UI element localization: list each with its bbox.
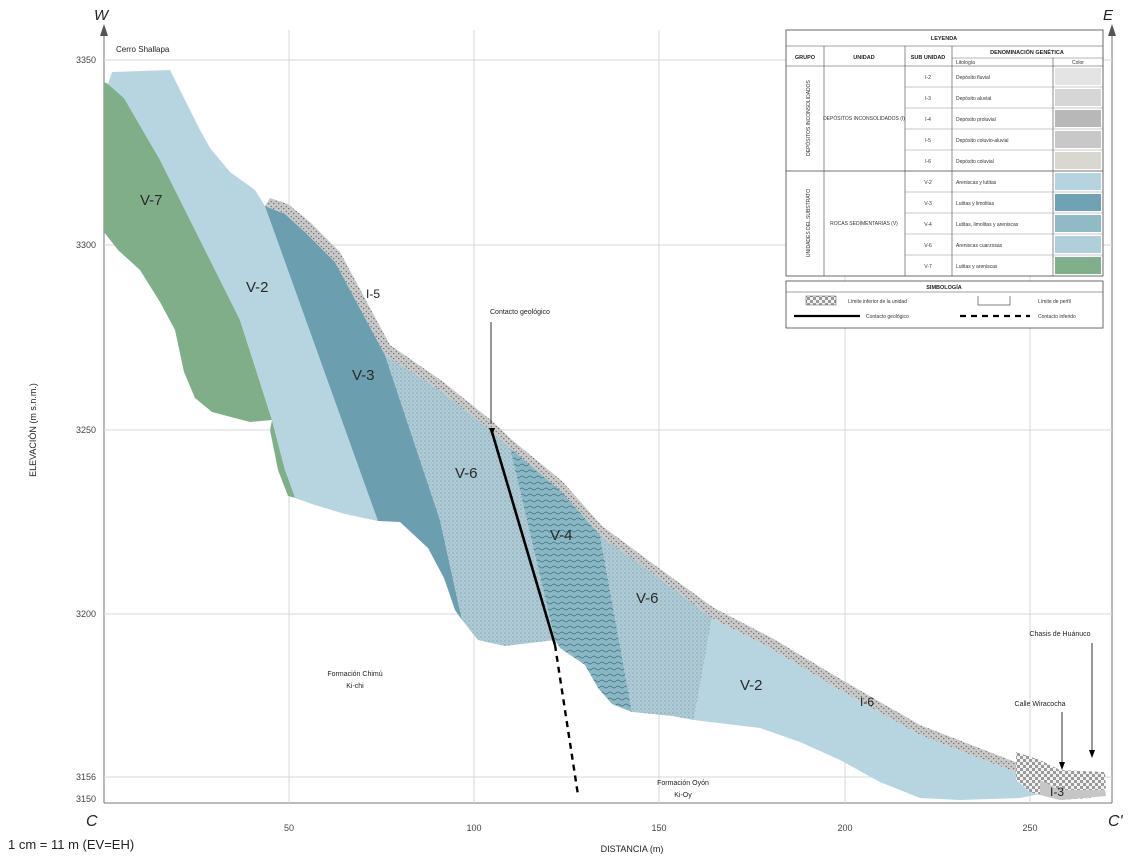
- y-tick-3250: 3250: [76, 425, 96, 435]
- symbology-panel: SIMBOLOGÍA Límite inferior de la unidad …: [785, 280, 1104, 329]
- label-v7: V-7: [140, 192, 163, 209]
- symbology-title: SIMBOLOGÍA: [926, 283, 961, 291]
- legend-row-name: Lutitas, limolitas y areniscas: [956, 222, 1019, 228]
- label-v3: V-3: [352, 367, 375, 384]
- legend-col-lithology: Litología: [956, 60, 975, 66]
- legend-row-code: I-4: [925, 117, 931, 123]
- formation-chimu-name: Formación Chimú: [327, 671, 382, 678]
- legend-row-code: V-3: [924, 201, 932, 207]
- label-v4: V-4: [550, 527, 573, 544]
- y-tick-3300: 3300: [76, 240, 96, 250]
- legend-row-swatch: [1055, 215, 1101, 232]
- symbol-contact-text: Contacto geológico: [866, 314, 909, 320]
- contact-annotation: Contacto geológico: [490, 309, 550, 316]
- x-tick-250: 250: [1022, 823, 1037, 833]
- legend-row-code: V-7: [924, 264, 932, 270]
- legend-row-code: I-3: [925, 96, 931, 102]
- legend-row-swatch: [1055, 110, 1101, 127]
- y-tick-3200: 3200: [76, 609, 96, 619]
- legend-row-code: V-4: [924, 222, 932, 228]
- y-tick-3150: 3150: [76, 794, 96, 804]
- legend-row-swatch: [1055, 89, 1101, 106]
- label-i3: I-3: [1050, 785, 1064, 799]
- legend-row-name: Lutitas y areniscas: [956, 264, 998, 270]
- legend-col-genetic: DENOMINACIÓN GENÉTICA: [990, 48, 1064, 56]
- legend-row-swatch: [1055, 131, 1101, 148]
- unit-v2-upper-body: [108, 70, 385, 521]
- calle-pointer: [1059, 712, 1065, 770]
- legend-group-lower: UNIDADES DEL SUBSTRATO: [806, 189, 812, 257]
- legend-row-code: V-6: [924, 243, 932, 249]
- symbol-inferred-text: Contacto inferido: [1038, 314, 1076, 320]
- label-v2-lower: V-2: [740, 677, 763, 694]
- x-tick-50: 50: [284, 823, 294, 833]
- legend-unit-lower: ROCAS SEDIMENTARIAS (V): [830, 221, 898, 227]
- symbol-unit-hatch: [805, 295, 837, 306]
- legend-row-name: Depósito proluvial: [956, 117, 996, 123]
- legend-panel: LEYENDA GRUPO UNIDAD SUB UNIDAD DENOMINA…: [785, 29, 1104, 277]
- y-axis-label: ELEVACIÓN (m s.n.m.): [28, 383, 38, 477]
- legend-row-swatch: [1055, 236, 1101, 253]
- legend-row-name: Depósito aluvial: [956, 96, 991, 102]
- chasis-pointer: [1089, 643, 1095, 758]
- legend-row-swatch: [1055, 257, 1101, 274]
- formation-chimu-code: Ki-chi: [346, 683, 364, 690]
- chasis-annotation: Chasis de Huánuco: [1029, 631, 1090, 638]
- x-tick-150: 150: [651, 823, 666, 833]
- legend-row-name: Areniscas cuarzosas: [956, 243, 1003, 249]
- east-label: E: [1103, 7, 1114, 24]
- legend-title: LEYENDA: [931, 36, 957, 42]
- x-tick-200: 200: [837, 823, 852, 833]
- unit-v7-body: [104, 82, 296, 498]
- label-v6-upper: V-6: [455, 465, 478, 482]
- legend-col-unit: UNIDAD: [853, 55, 874, 61]
- scale-note: 1 cm = 11 m (EV=EH): [8, 837, 134, 852]
- formation-oyon-name: Formación Oyón: [657, 780, 709, 787]
- legend-unit-upper: DEPÓSITOS INCONSOLIDADOS (I): [823, 115, 905, 122]
- symbol-profile-mark: [977, 296, 1011, 306]
- legend-group-upper: DEPÓSITOS INCONSOLIDADOS: [805, 79, 812, 155]
- legend-col-group: GRUPO: [795, 55, 816, 61]
- legend-col-subunit: SUB UNIDAD: [911, 55, 946, 61]
- unit-v3-body: [265, 206, 462, 620]
- legend-row-swatch: [1055, 68, 1101, 85]
- unit-v6-upper-body: [385, 355, 555, 646]
- unit-v4-body: [510, 448, 632, 712]
- west-label: W: [94, 7, 110, 24]
- legend-row-name: Depósito fluvial: [956, 75, 990, 81]
- x-tick-100: 100: [466, 823, 481, 833]
- legend-row-code: I-6: [925, 159, 931, 165]
- x-axis-label: DISTANCIA (m): [601, 844, 664, 854]
- unit-v6-lower-body: [600, 535, 712, 720]
- legend-row-name: Depósito coluvio-aluvial: [956, 138, 1009, 144]
- label-v6-lower: V-6: [636, 590, 659, 607]
- y-tick-3350: 3350: [76, 55, 96, 65]
- unit-v2-lower-body: [694, 618, 1060, 800]
- label-i5: I-5: [366, 287, 380, 301]
- legend-row-name: Lutitas y limolitas: [956, 201, 995, 207]
- legend-row-code: V-2: [924, 180, 932, 186]
- formation-oyon-code: Ki-Oy: [674, 792, 692, 799]
- peak-name: Cerro Shallapa: [116, 45, 170, 54]
- legend-row-name: Areniscas y lutitas: [956, 180, 997, 186]
- label-v2-upper: V-2: [246, 279, 269, 296]
- legend-row-name: Depósito coluvial: [956, 159, 994, 165]
- geologic-contact-line: [489, 428, 580, 796]
- label-i6: I-6: [860, 695, 874, 709]
- legend-row-swatch: [1055, 173, 1101, 190]
- legend-row-code: I-5: [925, 138, 931, 144]
- legend-row-swatch: [1055, 194, 1101, 211]
- start-point-label: C: [86, 813, 98, 830]
- y-tick-3156: 3156: [76, 772, 96, 782]
- deposit-i3-body: [1016, 752, 1106, 800]
- legend-row-swatch: [1055, 152, 1101, 169]
- calle-annotation: Calle Wiracocha: [1015, 701, 1066, 708]
- symbol-unit-text: Límite inferior de la unidad: [848, 299, 907, 305]
- legend-col-color: Color: [1072, 60, 1084, 66]
- legend-row-code: I-2: [925, 75, 931, 81]
- symbol-profile-text: Límite de perfil: [1038, 299, 1071, 305]
- end-point-label: C': [1108, 813, 1124, 830]
